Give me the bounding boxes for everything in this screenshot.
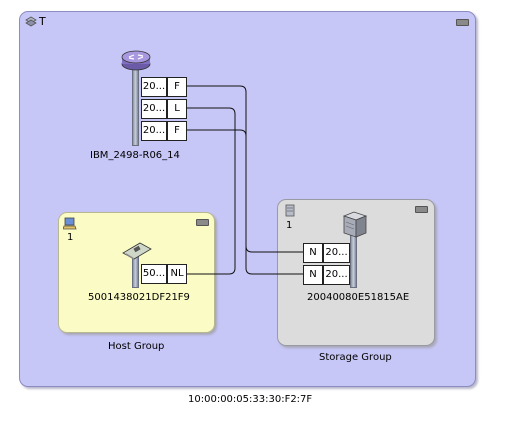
host-port-type[interactable]: NL [167,264,187,284]
switch-port-3-type[interactable]: F [167,121,187,141]
switch-pole [132,64,139,146]
fabric-minimize-button[interactable] [456,19,469,26]
host-adapter-card-icon[interactable] [120,241,154,264]
host-group-label: Host Group [108,341,165,352]
link-switch-port-3 [187,129,303,275]
host-device-name: 5001438021DF21F9 [88,292,190,303]
fabric-wwn-label: 10:00:00:05:33:30:F2:7F [188,394,313,405]
switch-port-2-type[interactable]: L [167,99,187,119]
storage-group-label: Storage Group [319,352,392,363]
storage-server-icon[interactable] [340,210,370,241]
switch-name: IBM_2498-R06_14 [90,150,180,161]
switch-port-1-id[interactable]: 20... [141,77,167,97]
host-group-count: 1 [67,232,74,243]
fabric-title: T [39,15,46,28]
host-port-id[interactable]: 50... [141,264,167,284]
storage-port-1-id[interactable]: 20... [323,243,350,263]
storage-port-2-type[interactable]: N [303,265,323,285]
switch-router-icon[interactable] [120,48,152,75]
switch-port-2-id[interactable]: 20... [141,99,167,119]
link-switch-port-2 [187,107,236,275]
storage-group-count: 1 [286,220,293,231]
fabric-icon [24,15,38,31]
storage-port-1-type[interactable]: N [303,243,323,263]
host-computer-icon [62,217,77,233]
storage-group-minimize-button[interactable] [415,206,428,213]
storage-small-icon [284,204,296,221]
storage-port-2-id[interactable]: 20... [323,265,350,285]
host-group-minimize-button[interactable] [196,219,209,226]
storage-device-name: 20040080E51815AE [307,292,410,303]
link-switch-port-1 [187,85,303,253]
switch-port-1-type[interactable]: F [167,77,187,97]
switch-port-3-id[interactable]: 20... [141,121,167,141]
